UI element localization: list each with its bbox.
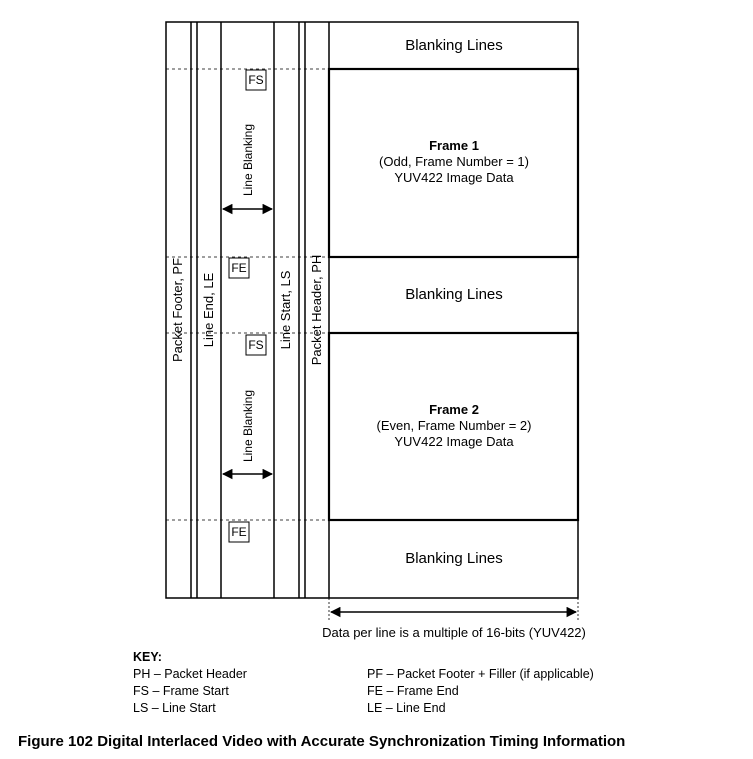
- key-item-fe: FE – Frame End: [367, 684, 459, 698]
- key-item-le: LE – Line End: [367, 701, 446, 715]
- key-legend-right: PF – Packet Footer + Filler (if applicab…: [367, 666, 594, 717]
- key-item-ls: LS – Line Start: [133, 701, 216, 715]
- packet-footer-label: Packet Footer, PF: [170, 258, 185, 362]
- fs-marker-top: FS: [245, 69, 267, 91]
- svg-text:FS: FS: [248, 73, 263, 87]
- blanking-lines-top: Blanking Lines: [405, 37, 503, 54]
- frame2-box: [327, 331, 580, 522]
- frame2-data-label: YUV422 Image Data: [394, 434, 514, 449]
- frame1-box: [327, 67, 580, 259]
- diagram-frame: [165, 21, 579, 599]
- key-legend-left: KEY: PH – Packet Header FS – Frame Start…: [133, 649, 247, 717]
- key-item-pf: PF – Packet Footer + Filler (if applicab…: [367, 667, 594, 681]
- key-item-ph: PH – Packet Header: [133, 667, 247, 681]
- line-blanking-label-lower: Line Blanking: [241, 390, 255, 462]
- dimension-ticks: [328, 598, 579, 620]
- blanking-lines-middle: Blanking Lines: [405, 286, 503, 303]
- line-end-label: Line End, LE: [201, 272, 216, 347]
- timing-diagram: Blanking Lines Blanking Lines Blanking L…: [165, 21, 586, 640]
- svg-text:FE: FE: [231, 261, 246, 275]
- line-blanking-label-upper: Line Blanking: [241, 124, 255, 196]
- line-start-label: Line Start, LS: [278, 270, 293, 349]
- key-title: KEY:: [133, 650, 162, 664]
- frame1-subtitle: (Odd, Frame Number = 1): [379, 154, 529, 169]
- frame2-subtitle: (Even, Frame Number = 2): [377, 418, 532, 433]
- data-per-line-label: Data per line is a multiple of 16-bits (…: [322, 625, 586, 640]
- packet-header-label: Packet Header, PH: [309, 255, 324, 366]
- frame1-title: Frame 1: [429, 138, 479, 153]
- fe-marker-top: FE: [228, 257, 250, 279]
- key-item-fs: FS – Frame Start: [133, 684, 229, 698]
- svg-text:FE: FE: [231, 525, 246, 539]
- fs-marker-bottom: FS: [245, 334, 267, 356]
- svg-text:FS: FS: [248, 338, 263, 352]
- blanking-lines-bottom: Blanking Lines: [405, 550, 503, 567]
- frame1-data-label: YUV422 Image Data: [394, 170, 514, 185]
- fe-marker-bottom: FE: [228, 521, 250, 543]
- frame2-title: Frame 2: [429, 402, 479, 417]
- figure-caption: Figure 102 Digital Interlaced Video with…: [18, 733, 626, 750]
